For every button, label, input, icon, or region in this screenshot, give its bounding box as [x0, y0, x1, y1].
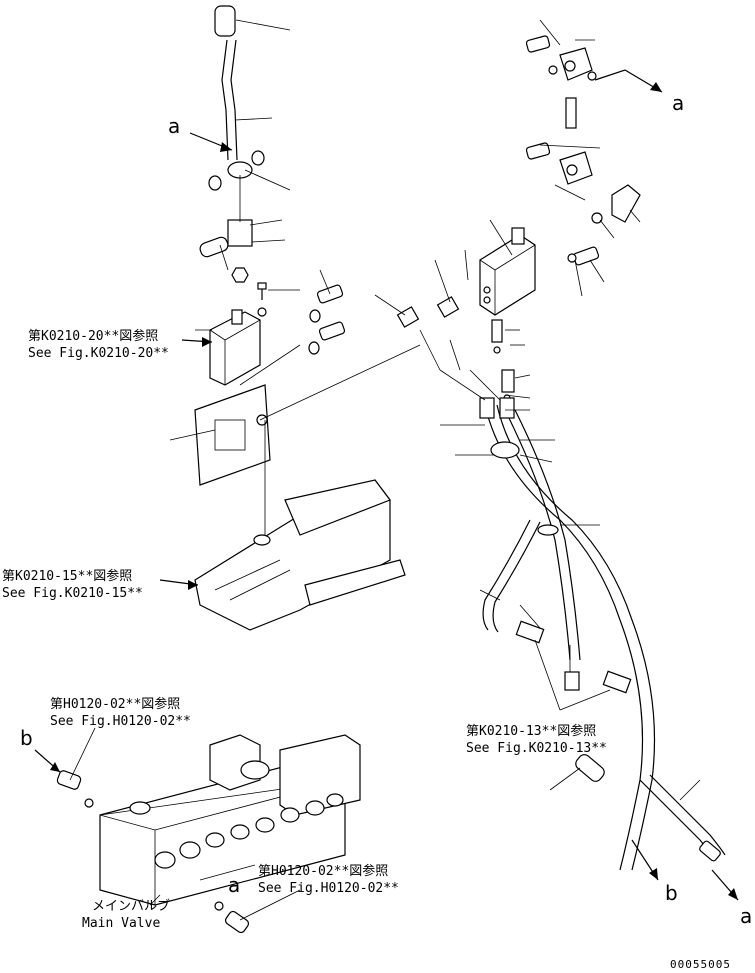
bolts-left: [308, 284, 346, 355]
console-box: [194, 479, 406, 631]
callout-k0210-15: 第K0210-15**図参照 See Fig.K0210-15**: [2, 568, 143, 601]
callout-k0210-13-jp: 第K0210-13**図参照: [466, 723, 596, 739]
shuttle-valves: [515, 620, 721, 862]
callout-h0120-02-left: 第H0120-02**図参照 See Fig.H0120-02**: [50, 696, 191, 729]
bracket-plate: [194, 384, 271, 540]
letter-a-valve: a: [228, 873, 240, 897]
direction-arrows: [34, 69, 739, 901]
callout-h0120-02-bottom-jp: 第H0120-02**図参照: [258, 863, 388, 879]
main-valve-label-jp: メインバルブ: [92, 898, 170, 914]
main-valve: [56, 734, 361, 934]
main-valve-label-en: Main Valve: [82, 916, 160, 931]
callout-k0210-20-jp: 第K0210-20**図参照: [28, 328, 158, 344]
letter-a-lever: a: [168, 114, 180, 138]
letter-b-left: b: [20, 726, 33, 750]
callout-k0210-15-jp: 第K0210-15**図参照: [2, 568, 132, 584]
callout-h0120-02-bottom: 第H0120-02**図参照 See Fig.H0120-02**: [258, 863, 399, 896]
hose-bundle: [479, 397, 726, 871]
callout-k0210-20: 第K0210-20**図参照 See Fig.K0210-20**: [28, 328, 169, 361]
ppc-valve-right: [479, 227, 536, 316]
letter-a-bottom-right: a: [740, 904, 752, 928]
ppc-valve-left: [209, 307, 267, 386]
letter-a-top-right: a: [672, 91, 684, 115]
callout-k0210-15-en: See Fig.K0210-15**: [2, 586, 143, 601]
callout-h0120-02-bottom-en: See Fig.H0120-02**: [258, 881, 399, 896]
leader-lines: [69, 19, 701, 921]
callout-k0210-13-en: See Fig.K0210-13**: [466, 741, 607, 756]
callout-h0120-02-left-jp: 第H0120-02**図参照: [50, 696, 180, 712]
control-lever: [199, 5, 267, 300]
upper-right-parts: [525, 35, 641, 224]
main-valve-label: メインバルブ Main Valve: [82, 898, 170, 931]
callout-h0120-02-left-en: See Fig.H0120-02**: [50, 714, 191, 729]
drawing-code: 00055005: [670, 958, 731, 971]
callout-k0210-13: 第K0210-13**図参照 See Fig.K0210-13**: [466, 723, 607, 756]
letter-b-bottom: b: [665, 881, 678, 905]
callout-k0210-20-en: See Fig.K0210-20**: [28, 346, 169, 361]
